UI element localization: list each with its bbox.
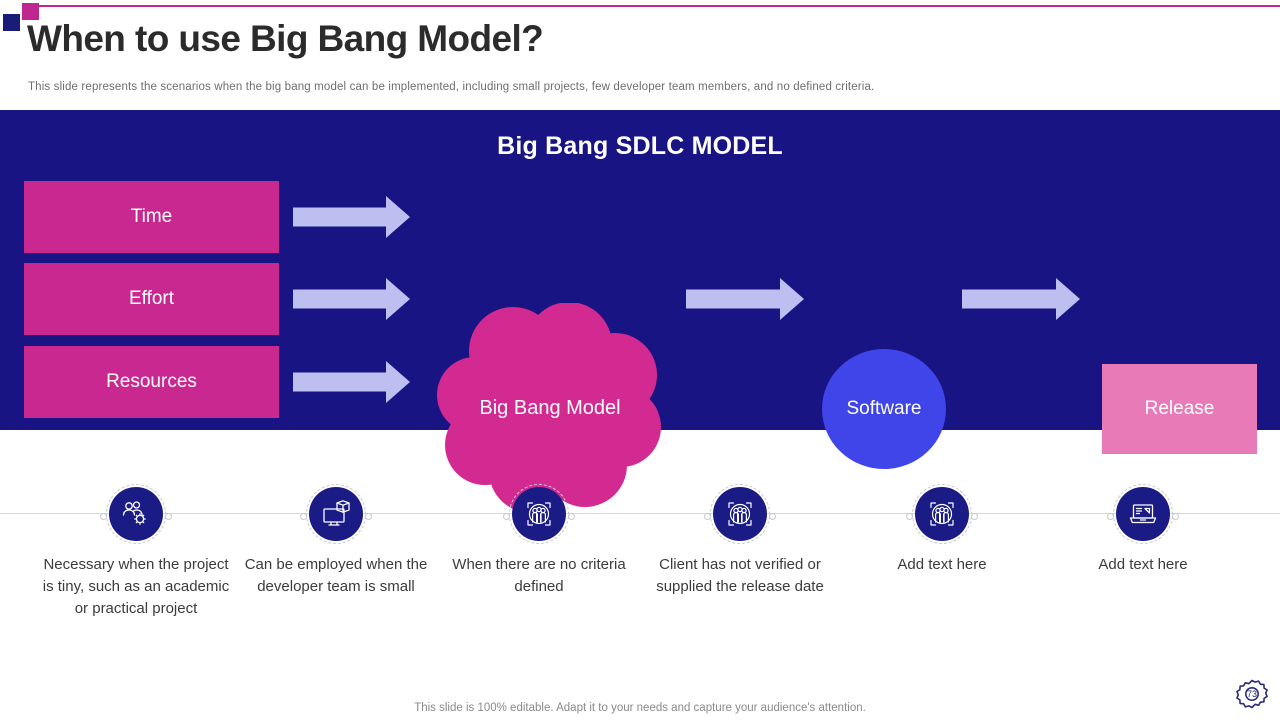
timeline-node-left: [704, 513, 711, 520]
decoration-square-navy: [3, 14, 20, 31]
timeline-caption: Can be employed when the developer team …: [244, 556, 428, 595]
brand-gear-number: 73: [1246, 688, 1257, 699]
timeline-node-right: [971, 513, 978, 520]
timeline-caption: Client has not verified or supplied the …: [656, 556, 824, 595]
arrow-right-icon: [962, 277, 1080, 321]
arrow-right-icon: [686, 277, 804, 321]
timeline-connector-line: [0, 513, 1280, 514]
diagram-band: Big Bang SDLC MODEL Time Effort Resource…: [0, 110, 1280, 513]
timeline-node-left: [300, 513, 307, 520]
header-top-rule: [22, 5, 1280, 7]
timeline-node-right: [365, 513, 372, 520]
timeline-node-left: [503, 513, 510, 520]
timeline-caption: Add text here: [1098, 556, 1188, 573]
monitor-package-icon: [309, 487, 363, 541]
timeline-node-right: [568, 513, 575, 520]
team-frame-icon: [915, 487, 969, 541]
brand-gear-icon: 73: [1232, 676, 1272, 716]
timeline-caption: Necessary when the project is tiny, such…: [42, 556, 230, 617]
process-cloud[interactable]: Big Bang Model: [435, 302, 661, 513]
arrow-right-icon: [293, 277, 410, 321]
timeline-node-right: [1172, 513, 1179, 520]
page-title: When to use Big Bang Model?: [27, 18, 544, 59]
process-cloud-label: Big Bang Model: [479, 396, 621, 419]
input-box-effort[interactable]: Effort: [24, 263, 279, 335]
timeline-caption: When there are no criteria defined: [452, 556, 626, 595]
timeline-node-left: [906, 513, 913, 520]
cloud-shape-icon: [437, 302, 661, 513]
input-box-time[interactable]: Time: [24, 181, 279, 253]
timeline-caption: Add text here: [897, 556, 987, 573]
input-box-label: Resources: [106, 371, 197, 392]
footer-note: This slide is 100% editable. Adapt it to…: [414, 702, 866, 714]
team-frame-icon: [713, 487, 767, 541]
timeline-node-left: [1107, 513, 1114, 520]
page-subtitle: This slide represents the scenarios when…: [28, 81, 875, 93]
timeline-node-right: [165, 513, 172, 520]
release-box[interactable]: Release: [1102, 364, 1257, 454]
team-frame-icon: [512, 487, 566, 541]
arrow-right-icon: [293, 360, 410, 404]
output-circle-label: Software: [846, 398, 922, 419]
input-box-resources[interactable]: Resources: [24, 346, 279, 418]
people-gear-icon: [109, 487, 163, 541]
timeline-node-left: [100, 513, 107, 520]
laptop-icon: [1116, 487, 1170, 541]
arrow-right-icon: [293, 195, 410, 239]
output-circle-software[interactable]: Software: [822, 349, 946, 469]
input-box-label: Time: [130, 206, 173, 227]
input-box-label: Effort: [128, 288, 175, 309]
release-box-label: Release: [1144, 398, 1215, 419]
diagram-title: Big Bang SDLC MODEL: [497, 132, 783, 160]
decoration-square-pink: [22, 3, 39, 20]
timeline-node-right: [769, 513, 776, 520]
